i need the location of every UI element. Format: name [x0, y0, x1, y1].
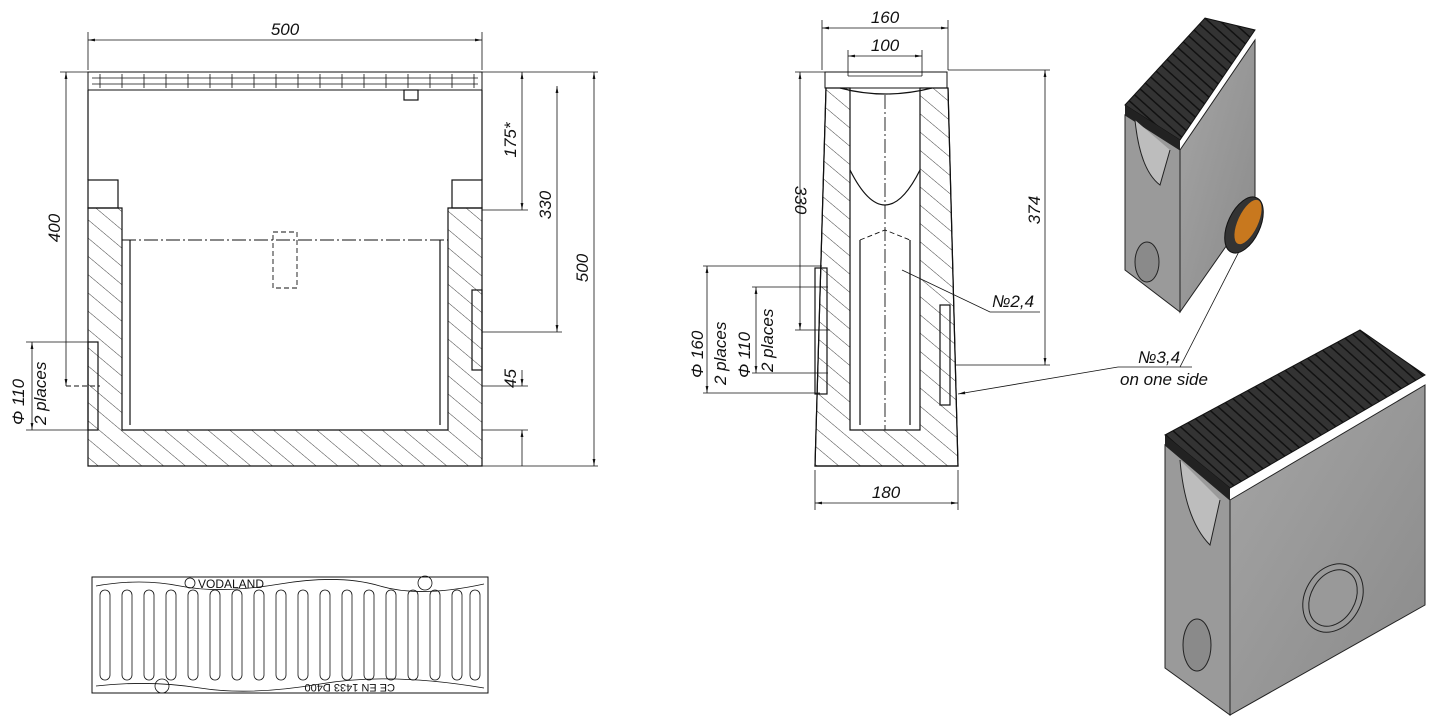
callout-3-4-sub: on one side	[1120, 370, 1208, 389]
dim-front-400: 400	[45, 213, 64, 242]
dim-side-330: 330	[791, 186, 810, 215]
side-outlet-110-count: 2 places	[758, 308, 777, 373]
front-grate	[87, 71, 483, 101]
dim-side-160: 160	[871, 8, 900, 27]
dim-front-330: 330	[536, 190, 555, 219]
dim-side-100: 100	[871, 36, 900, 55]
front-section-body	[87, 207, 483, 467]
dim-front-width: 500	[271, 20, 300, 39]
front-outlet-count: 2 places	[31, 361, 50, 426]
side-outlet-160-dia: Φ 160	[688, 330, 707, 378]
grate-marking: CE EN 1433 D400	[305, 681, 396, 693]
render-channel-small	[1124, 17, 1264, 314]
grate-plan-view: VODALAND CE EN 1433 D400	[91, 575, 489, 694]
callout-2-4: №2,4	[992, 292, 1034, 311]
front-outlet-dia: Φ 110	[9, 378, 28, 425]
render-channel-large	[1164, 329, 1426, 716]
dim-front-175: 175*	[501, 121, 520, 157]
side-view: №2,4 160 100 180 330 374 Φ 160 2 places …	[688, 8, 1251, 510]
side-outlet-160-count: 2 places	[711, 321, 730, 386]
dim-side-180: 180	[872, 483, 901, 502]
callout-3-4: №3,4	[1138, 348, 1180, 367]
dim-front-45: 45	[501, 369, 520, 388]
dim-side-374: 374	[1025, 196, 1044, 224]
front-view: 500 400 175* 330 500 45 Φ 110 2 places	[9, 20, 598, 467]
dim-front-500: 500	[573, 253, 592, 282]
side-outlet-110-dia: Φ 110	[735, 331, 754, 378]
side-section-body	[814, 87, 959, 467]
grate-brand: VODALAND	[198, 577, 264, 591]
